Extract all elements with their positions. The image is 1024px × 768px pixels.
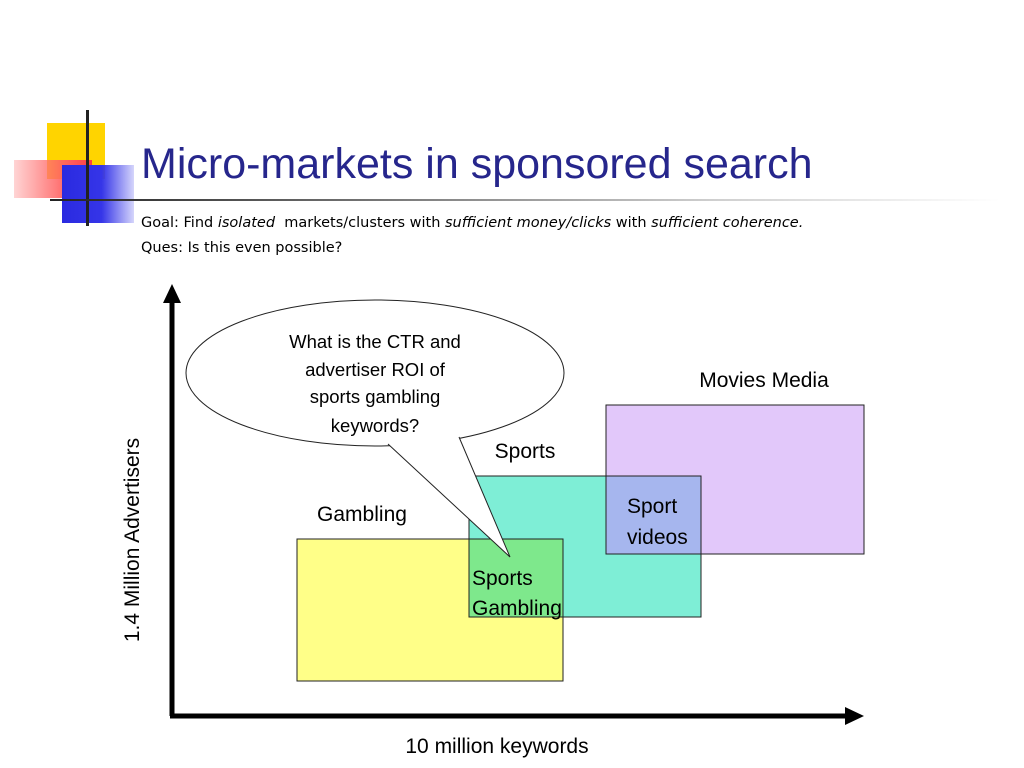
gambling-label: Gambling: [317, 503, 407, 526]
slide-title: Micro-markets in sponsored search: [141, 140, 813, 188]
movies-media-label: Movies Media: [699, 369, 829, 392]
callout-bubble: [185, 299, 565, 447]
x-axis-arrowhead: [845, 707, 864, 725]
goal-money-clicks: sufficient money/clicks: [445, 215, 612, 231]
title-underline: [50, 199, 1000, 201]
goal-mid2: with: [611, 215, 652, 231]
callout-pointer: [387, 436, 511, 558]
accent-square-blue: [62, 165, 134, 223]
sport-videos-label-line-2: videos: [627, 526, 688, 549]
goal-mid1: markets/clusters with: [275, 215, 445, 231]
y-axis-arrowhead: [163, 284, 181, 303]
sport-videos-overlap: [605, 475, 702, 555]
goal-prefix: Goal: Find: [141, 215, 218, 231]
goal-coherence: sufficient coherence.: [651, 215, 804, 231]
callout-line-1: What is the CTR and: [289, 331, 461, 352]
accent-vertical-line: [86, 110, 89, 226]
goal-isolated: isolated: [217, 215, 276, 231]
sport-videos-label-line-1: Sport: [627, 495, 677, 518]
goal-text: Goal: Find isolated markets/clusters wit…: [141, 215, 803, 231]
callout-line-3: sports gambling: [310, 386, 441, 407]
sports-label: Sports: [495, 440, 556, 463]
callout-line-4: keywords?: [331, 415, 419, 436]
x-axis-label: 10 million keywords: [405, 735, 588, 758]
question-text: Ques: Is this even possible?: [141, 240, 343, 256]
y-axis-label: 1.4 Million Advertisers: [121, 438, 144, 642]
sports-gambling-label-line-2: Gambling: [472, 597, 562, 620]
sports-gambling-overlap: [468, 538, 564, 618]
callout-line-2: advertiser ROI of: [305, 359, 446, 380]
sports-gambling-label-line-1: Sports: [472, 567, 533, 590]
